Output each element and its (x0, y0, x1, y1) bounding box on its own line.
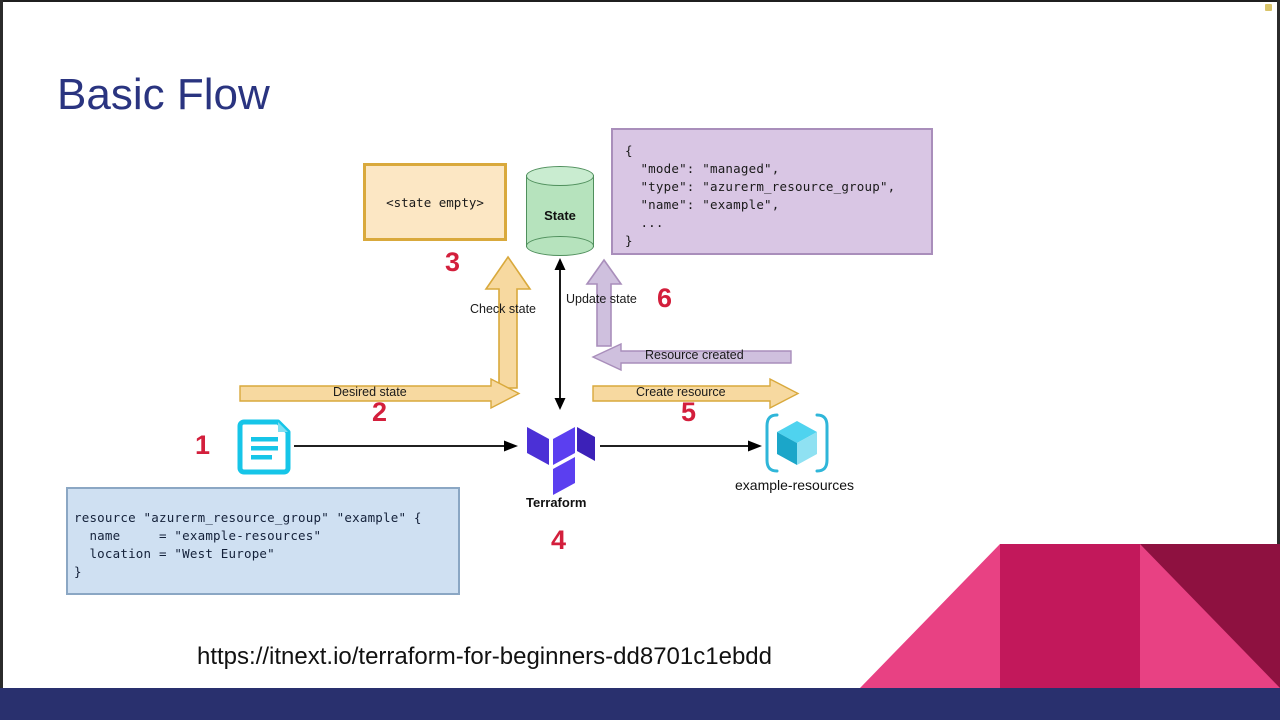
step-number-5: 5 (681, 397, 697, 427)
footer-bar (0, 688, 1280, 720)
state-empty-box: <state empty> (363, 163, 507, 241)
step-number-6: 6 (657, 283, 673, 313)
deco-triangle-left-light (860, 544, 1000, 688)
page-title: Basic Flow (57, 70, 270, 119)
step-number-4: 4 (551, 525, 567, 555)
deco-triangle-center (1000, 544, 1140, 688)
desired-state-arrow (239, 377, 521, 410)
source-url-text: https://itnext.io/terraform-for-beginner… (197, 643, 772, 670)
resource-created-arrow-label: Resource created (645, 348, 744, 362)
config-to-terraform-arrow (294, 440, 518, 452)
resource-label: example-resources (735, 477, 855, 493)
terraform-label: Terraform (526, 495, 587, 510)
step-number-1: 1 (195, 430, 211, 460)
state-store-cylinder: State (526, 166, 594, 256)
check-state-arrow-label: Check state (470, 302, 537, 316)
check-state-arrow (484, 255, 532, 389)
state-terraform-bidirectional-arrow (554, 258, 566, 410)
state-json-text: { "mode": "managed", "type": "azurerm_re… (625, 143, 896, 248)
update-state-arrow-label: Update state (566, 292, 637, 306)
frame-top-edge (0, 0, 1280, 2)
frame-right-edge (1277, 0, 1280, 720)
config-file-icon (237, 419, 291, 475)
terraform-to-resource-arrow (600, 440, 762, 452)
resource-cube-icon (765, 413, 829, 473)
create-resource-arrow (592, 377, 800, 410)
cylinder-body (526, 175, 594, 247)
terraform-logo-icon (527, 427, 595, 495)
state-store-label: State (544, 208, 576, 223)
deco-triangle-right-light (1140, 544, 1280, 688)
state-json-code-block: { "mode": "managed", "type": "azurerm_re… (611, 128, 933, 255)
hcl-config-text: resource "azurerm_resource_group" "examp… (74, 510, 422, 579)
state-empty-label: <state empty> (386, 194, 484, 210)
corner-dot-indicator (1265, 4, 1272, 11)
frame-left-edge (0, 0, 3, 720)
desired-state-arrow-label: Desired state (333, 385, 407, 399)
cylinder-top-ellipse (526, 166, 594, 186)
cylinder-bottom-ellipse (526, 236, 594, 256)
decorative-triangles (860, 520, 1280, 688)
step-number-2: 2 (372, 397, 388, 427)
create-resource-arrow-label: Create resource (636, 385, 726, 399)
update-state-arrow (585, 258, 623, 347)
hcl-config-code-block: resource "azurerm_resource_group" "examp… (66, 487, 460, 595)
resource-created-arrow (591, 342, 792, 372)
step-number-3: 3 (445, 247, 461, 277)
